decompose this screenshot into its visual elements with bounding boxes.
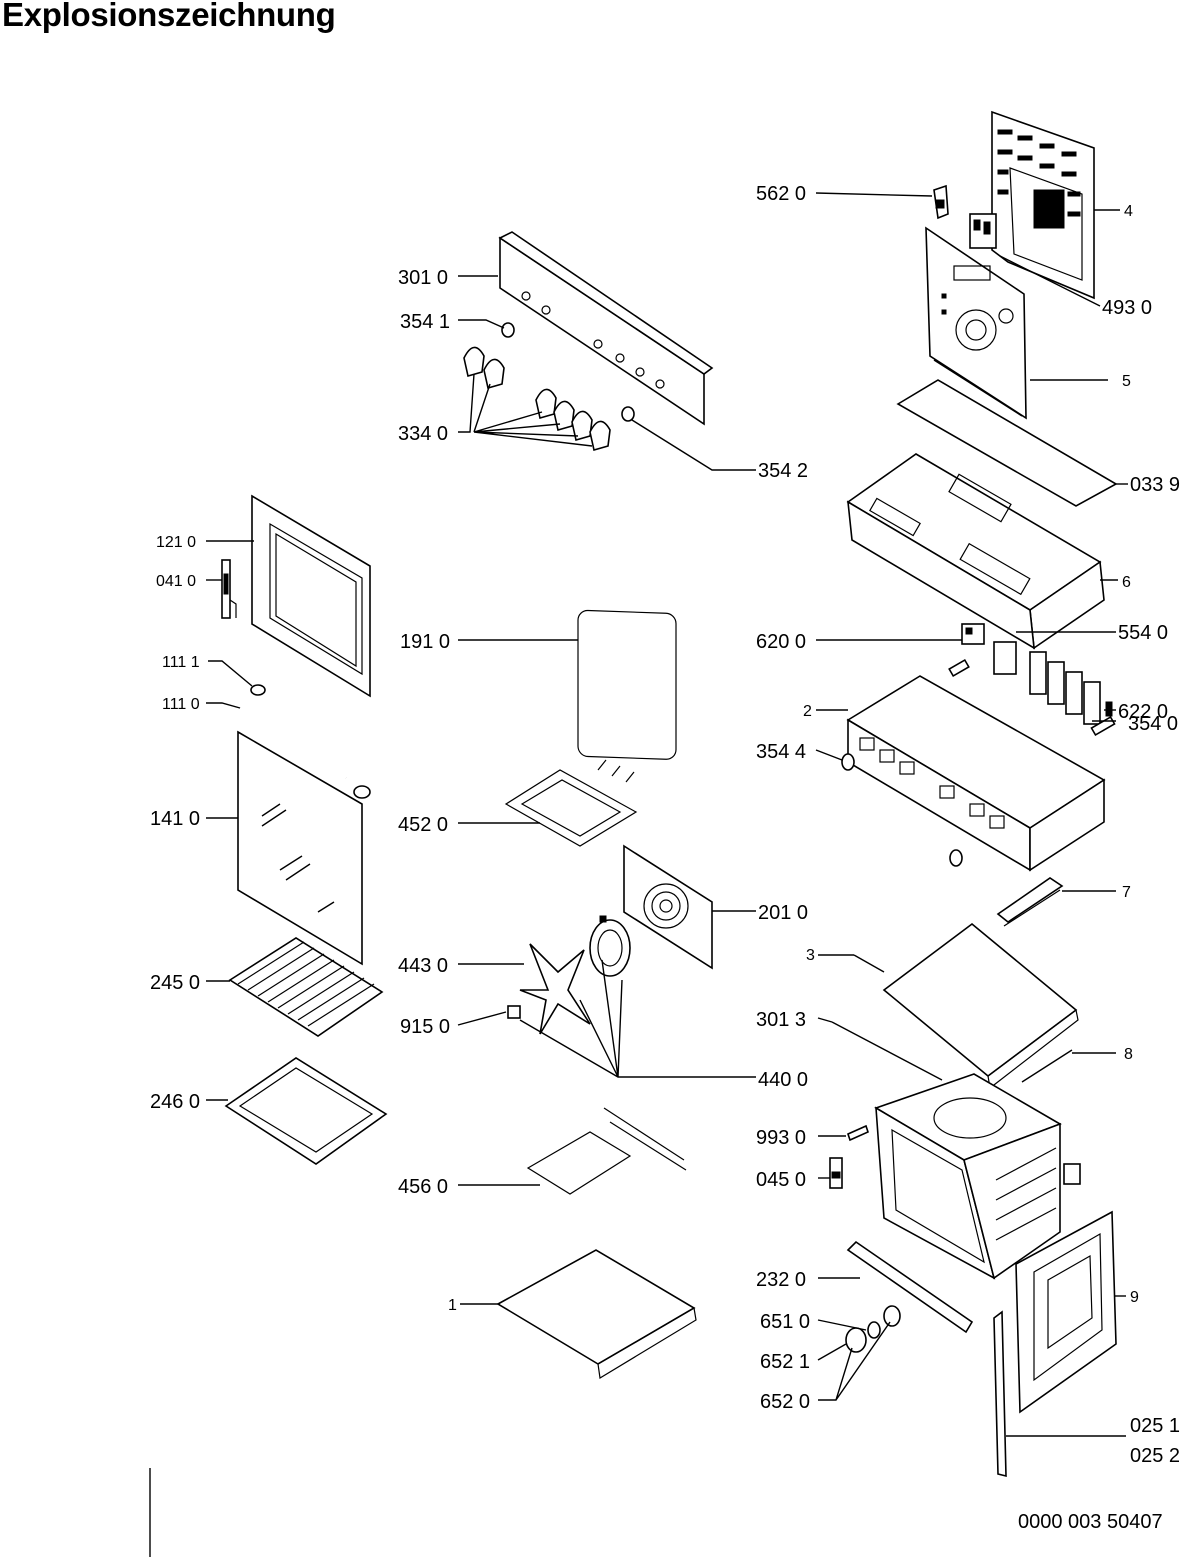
label-232-0: 232 0 (756, 1269, 806, 1291)
label-554-0: 554 0 (1118, 622, 1168, 644)
label-334-0: 334 0 (398, 423, 448, 445)
label-651-0: 651 0 (760, 1311, 810, 1333)
part-knobs (463, 346, 611, 452)
part-side-strip (993, 1310, 1007, 1478)
part-glass-pane (237, 730, 363, 966)
label-121-0: 121 0 (156, 534, 196, 551)
label-025-2: 025 2 (1130, 1445, 1180, 1467)
label-915-0: 915 0 (400, 1016, 450, 1038)
part-oven-cavity (874, 1073, 1081, 1280)
part-fan-cover (623, 844, 713, 970)
label-456-0: 456 0 (398, 1176, 448, 1198)
label-246-0: 246 0 (150, 1091, 200, 1113)
part-nut (507, 1005, 521, 1019)
label-025-1: 025 1 (1130, 1415, 1180, 1437)
part-indicator-lamps (501, 322, 635, 422)
part-bottom-plate (496, 1249, 697, 1379)
label-8: 8 (1124, 1046, 1133, 1063)
part-fan-motor (589, 915, 631, 977)
part-screw-and-latch (829, 1124, 869, 1189)
page-title: Explosionszeichnung (2, 0, 336, 33)
part-motor-block (969, 213, 997, 249)
part-door-handle (238, 684, 371, 799)
part-top-heating-element (504, 759, 638, 847)
part-hinge (221, 559, 237, 619)
part-door-frame (251, 494, 371, 698)
label-2: 2 (803, 703, 812, 720)
part-labels: 562 0 4 301 0 493 0 354 1 5 334 0 354 2 … (150, 183, 1180, 1467)
part-rear-wall (925, 226, 1027, 420)
label-562-0: 562 0 (756, 183, 806, 205)
label-111-1: 111 1 (162, 654, 200, 671)
label-245-0: 245 0 (150, 972, 200, 994)
label-452-0: 452 0 (398, 814, 448, 836)
part-clip (933, 184, 949, 220)
label-111-0: 111 0 (162, 696, 200, 713)
label-4: 4 (1124, 203, 1133, 220)
part-strip (1021, 1049, 1073, 1083)
label-354-4: 354 4 (756, 741, 806, 763)
part-bottom-heating-element (526, 1107, 687, 1195)
label-652-0: 652 0 (760, 1391, 810, 1413)
part-lamp-socket (841, 753, 963, 867)
label-7: 7 (1122, 884, 1131, 901)
part-cover-plate (882, 922, 1079, 1090)
label-443-0: 443 0 (398, 955, 448, 977)
part-control-panel (498, 231, 714, 426)
label-041-0: 041 0 (156, 573, 196, 590)
document-number: 0000 003 50407 (1018, 1511, 1163, 1533)
part-top-cover (846, 453, 1105, 650)
label-191-0: 191 0 (400, 631, 450, 653)
part-lamp-assembly (845, 1305, 901, 1353)
label-9: 9 (1130, 1289, 1139, 1306)
label-354-1: 354 1 (400, 311, 450, 333)
label-440-0: 440 0 (758, 1069, 808, 1091)
label-5: 5 (1122, 373, 1131, 390)
label-354-2: 354 2 (758, 460, 808, 482)
label-045-0: 045 0 (756, 1169, 806, 1191)
label-1: 1 (448, 1297, 457, 1314)
part-front-frame-bottom (846, 1240, 974, 1334)
label-622-0: 622 0 (1118, 701, 1168, 723)
part-rail (831, 1021, 943, 1081)
part-back-panel (991, 110, 1095, 300)
part-baking-tray (224, 1057, 388, 1165)
label-652-1: 652 1 (760, 1351, 810, 1373)
part-side-panel (1015, 1210, 1117, 1414)
label-201-0: 201 0 (758, 902, 808, 924)
label-620-0: 620 0 (756, 631, 806, 653)
label-301-3: 301 3 (756, 1009, 806, 1031)
label-6: 6 (1122, 574, 1131, 591)
label-354-0: 354 0 (1128, 713, 1178, 735)
label-993-0: 993 0 (756, 1127, 806, 1149)
part-switches (948, 623, 1113, 725)
label-141-0: 141 0 (150, 808, 200, 830)
label-301-0: 301 0 (398, 267, 448, 289)
label-3: 3 (806, 947, 815, 964)
part-door-gasket (577, 609, 677, 760)
part-wire-rack (228, 937, 384, 1037)
label-033-9: 033 9 (1130, 474, 1180, 496)
part-bracket (996, 877, 1064, 927)
label-493-0: 493 0 (1102, 297, 1152, 319)
part-fan-wheel (519, 943, 591, 1035)
leader-lines (206, 192, 1128, 1437)
